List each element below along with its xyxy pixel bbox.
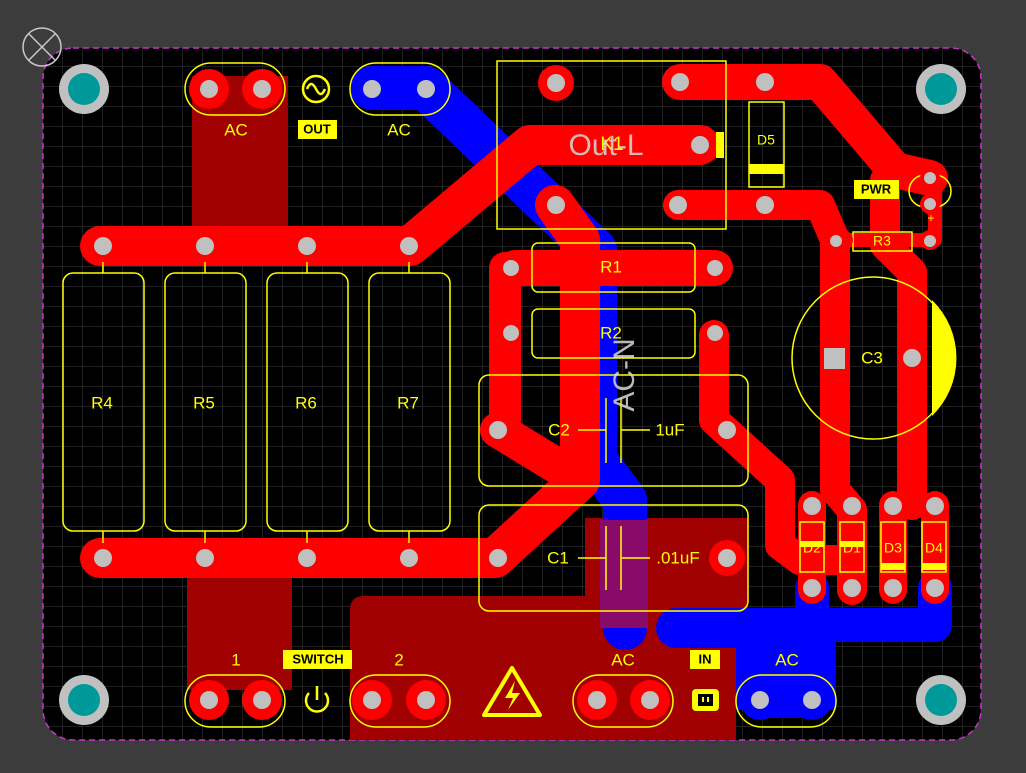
designator-r5[interactable]: R5 xyxy=(193,393,215,412)
high-voltage-warning-icon xyxy=(482,666,542,717)
designator-r1[interactable]: R1 xyxy=(600,257,622,276)
ac-sine-icon xyxy=(301,74,331,104)
net-label-out-l: Out-L xyxy=(568,129,643,162)
designator-d2[interactable]: D2 xyxy=(803,540,821,556)
label-switch-2: 2 xyxy=(394,650,403,669)
designator-r3[interactable]: R3 xyxy=(873,233,891,249)
designator-d3[interactable]: D3 xyxy=(884,540,902,556)
origin-crosshair-icon xyxy=(22,27,62,67)
tag-switch: SWITCH xyxy=(292,651,343,666)
designator-c2[interactable]: C2 xyxy=(548,420,570,439)
plug-socket-icon xyxy=(692,689,719,711)
net-label-ac-n: AC-N xyxy=(608,338,641,411)
value-c2: 1uF xyxy=(655,420,684,439)
label-pwr-plus: + xyxy=(927,211,934,225)
pads xyxy=(94,65,944,720)
designator-r4[interactable]: R4 xyxy=(91,393,113,412)
label-ac-bottom: AC xyxy=(611,650,635,669)
designator-r6[interactable]: R6 xyxy=(295,393,317,412)
bottom-copper-overlap xyxy=(600,520,648,628)
designator-c3[interactable]: C3 xyxy=(861,348,883,367)
tag-out: OUT xyxy=(303,121,331,136)
label-ac-top-left: AC xyxy=(224,120,248,139)
tag-boxes xyxy=(283,120,899,669)
silkscreen-fills xyxy=(716,132,957,570)
designator-c1[interactable]: C1 xyxy=(547,548,569,567)
designator-d4[interactable]: D4 xyxy=(925,540,943,556)
value-c1: .01uF xyxy=(656,548,699,567)
label-switch-1: 1 xyxy=(231,650,240,669)
label-ac-bottom-right: AC xyxy=(775,650,799,669)
tag-pwr: PWR xyxy=(861,181,892,196)
designator-d1[interactable]: D1 xyxy=(843,540,861,556)
tag-in: IN xyxy=(699,651,712,666)
designator-r2[interactable]: R2 xyxy=(600,323,622,342)
designator-k1[interactable]: K1 xyxy=(600,134,623,155)
mounting-holes xyxy=(59,64,966,725)
power-icon xyxy=(304,686,330,713)
designator-d5[interactable]: D5 xyxy=(757,132,775,148)
label-ac-top-mid: AC xyxy=(387,120,411,139)
designator-r7[interactable]: R7 xyxy=(397,393,419,412)
